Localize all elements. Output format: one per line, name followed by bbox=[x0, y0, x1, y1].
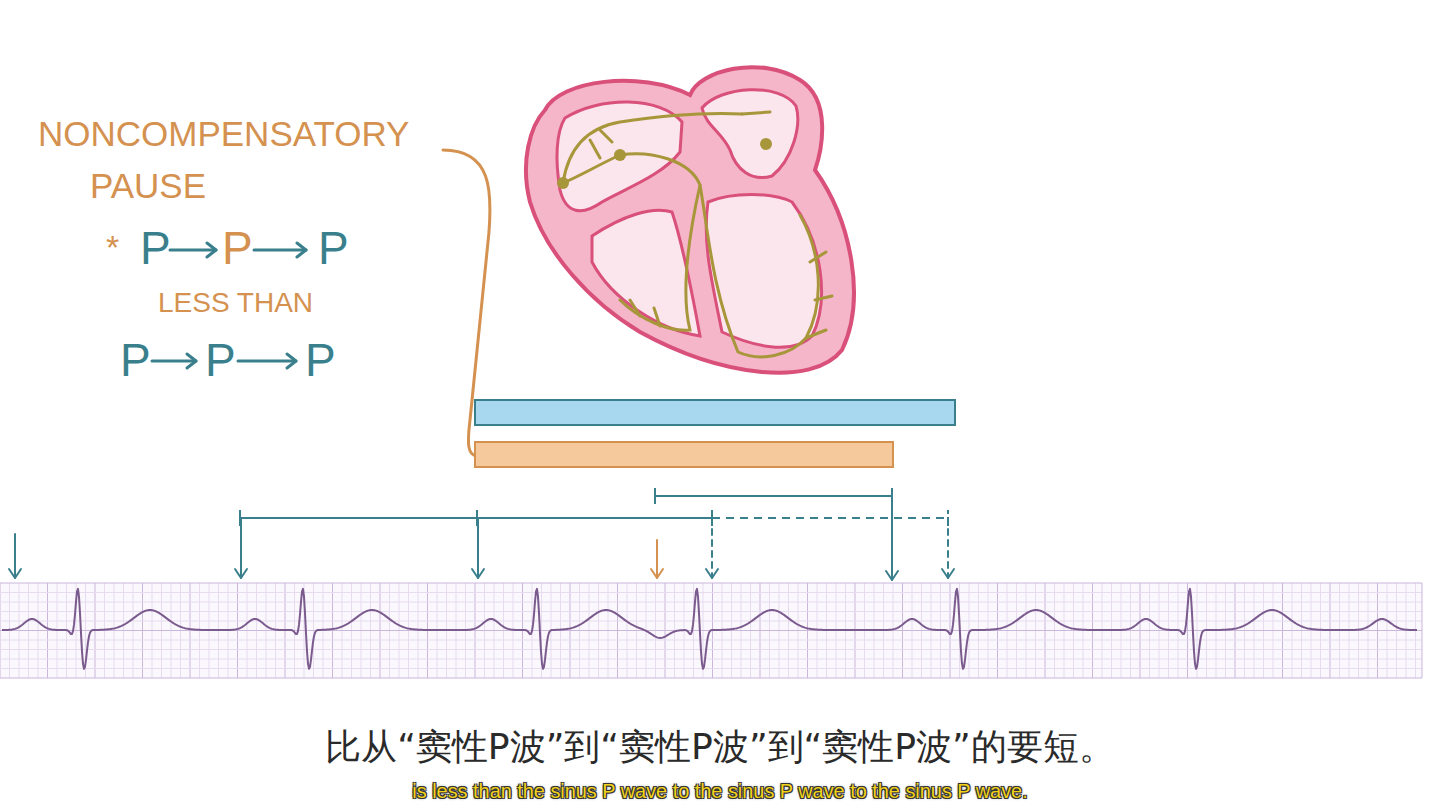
bachmann-bundle bbox=[563, 113, 742, 183]
expected-pointer-arrow bbox=[947, 518, 949, 578]
grid-line bbox=[0, 640, 1422, 641]
pause-interval-bar bbox=[475, 442, 893, 467]
arrow-head bbox=[706, 569, 718, 578]
pointer-arrow bbox=[477, 518, 479, 578]
expected-bracket-line bbox=[712, 517, 948, 519]
grid-line bbox=[0, 611, 1422, 612]
left-bundle-branch bbox=[620, 154, 818, 357]
bracket-tick bbox=[654, 488, 656, 504]
heart-outline bbox=[526, 67, 854, 373]
pointer-arrow bbox=[891, 496, 893, 580]
expected-pointer-arrow bbox=[711, 518, 713, 578]
p-wave-symbol: P bbox=[140, 225, 171, 271]
right-ventricle bbox=[592, 210, 700, 336]
p-wave-symbol: P bbox=[205, 337, 236, 383]
p-wave-pointers bbox=[9, 496, 954, 580]
arrow-head bbox=[942, 569, 954, 578]
ecg-grid bbox=[0, 583, 1422, 678]
ecg-trace bbox=[2, 589, 1417, 669]
purkinje-fibers bbox=[590, 112, 832, 338]
sinus-interval-bar bbox=[475, 400, 955, 425]
comparison-note: LESS THAN bbox=[158, 289, 313, 317]
left-atrium bbox=[702, 90, 798, 178]
arrow-head bbox=[287, 354, 296, 368]
p-wave-symbol: P bbox=[222, 225, 253, 271]
sequence-arrow bbox=[254, 249, 306, 252]
pointer-arrow bbox=[240, 518, 242, 578]
arrow-head bbox=[207, 243, 216, 257]
av-node bbox=[614, 149, 626, 161]
p-wave-symbol: P bbox=[318, 225, 349, 271]
grid-line bbox=[0, 678, 1422, 679]
bracket-line bbox=[655, 495, 892, 497]
pause-title: NONCOMPENSATORY PAUSE bbox=[90, 108, 450, 212]
arrow-head bbox=[187, 354, 196, 368]
conduction-system bbox=[563, 112, 832, 357]
heart-illustration bbox=[526, 67, 854, 373]
left-ventricle bbox=[706, 195, 821, 348]
right-bundle-branch bbox=[620, 185, 700, 330]
grid-border bbox=[1422, 583, 1423, 678]
grid-line bbox=[0, 602, 1422, 603]
grid-line bbox=[0, 668, 1422, 669]
pointer-arrow bbox=[656, 540, 658, 578]
sa-node bbox=[557, 177, 569, 189]
atrial-node bbox=[760, 138, 772, 150]
sinus-pointers bbox=[9, 496, 954, 580]
arrow-head bbox=[297, 243, 306, 257]
grid-line bbox=[0, 592, 1422, 593]
asterisk: * bbox=[106, 230, 119, 264]
arrow-head bbox=[235, 569, 247, 578]
arrow-head bbox=[886, 571, 898, 580]
sequence-arrow bbox=[238, 360, 296, 363]
subtitle-zh: 比从“窦性P波”到“窦性P波”到“窦性P波”的要短。 bbox=[0, 726, 1440, 768]
interval-brackets bbox=[240, 488, 948, 526]
grid-line bbox=[0, 583, 1422, 584]
premature-pointer bbox=[651, 540, 663, 578]
internodal-path bbox=[563, 155, 620, 183]
ecg-strip bbox=[0, 583, 1422, 678]
ecg-paper bbox=[0, 583, 1422, 678]
grid-line bbox=[0, 649, 1422, 650]
pointer-arrow bbox=[14, 534, 16, 578]
arrow-head bbox=[472, 569, 484, 578]
arrow-head bbox=[9, 569, 21, 578]
grid-line bbox=[0, 621, 1422, 622]
arrow-head bbox=[651, 569, 663, 578]
sequence-arrow bbox=[170, 249, 216, 252]
subtitle-en: is less than the sinus P wave to the sin… bbox=[0, 780, 1440, 803]
sequence-arrow bbox=[152, 360, 196, 363]
p-wave-symbol: P bbox=[305, 337, 336, 383]
p-wave-symbol: P bbox=[120, 337, 151, 383]
grid-line bbox=[0, 659, 1422, 660]
